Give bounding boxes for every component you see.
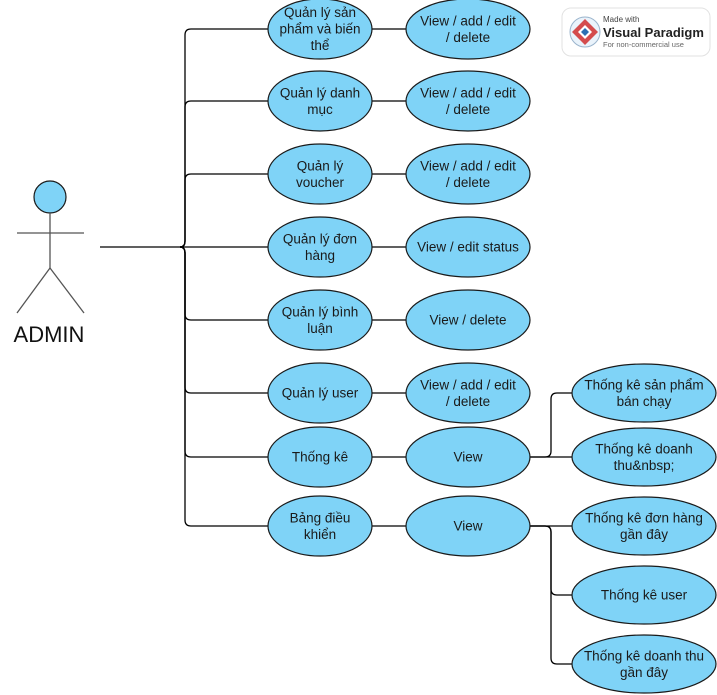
spine-branch-6	[179, 246, 268, 458]
badge-note: For non-commercial use	[603, 40, 684, 49]
spine-branch-7	[179, 246, 268, 527]
use-case-6[interactable]: Thống kê	[267, 426, 373, 488]
action-4-label: View / delete	[429, 313, 506, 328]
child-line-7-2	[530, 525, 572, 665]
action-3[interactable]: View / edit status	[405, 216, 531, 278]
connector-lines	[100, 28, 572, 665]
action-2-shape	[405, 143, 531, 205]
action-1-label: View / add / edit/ delete	[420, 85, 516, 117]
stat-7-1-label: Thống kê user	[601, 588, 688, 603]
action-5[interactable]: View / add / edit/ delete	[405, 362, 531, 424]
child-line-6-0	[530, 392, 572, 458]
action-3-label: View / edit status	[417, 240, 519, 255]
action-7-label: View	[453, 519, 482, 534]
action-2[interactable]: View / add / edit/ delete	[405, 143, 531, 205]
use-case-6-shape	[267, 426, 373, 488]
action-0-label: View / add / edit/ delete	[420, 13, 516, 45]
action-1-shape	[405, 70, 531, 132]
spine-branch-4	[179, 246, 268, 321]
use-case-6-label: Thống kê	[292, 450, 348, 465]
actor-right-leg	[49, 267, 85, 314]
action-6[interactable]: View	[405, 426, 531, 488]
spine-branch-2	[179, 173, 268, 248]
action-2-label: View / add / edit/ delete	[420, 158, 516, 190]
actor-left-leg	[16, 267, 51, 314]
action-0[interactable]: View / add / edit/ delete	[405, 0, 531, 60]
stat-7-1[interactable]: Thống kê user	[571, 565, 717, 625]
spine-branch-0	[179, 28, 268, 248]
action-7-shape	[405, 495, 531, 557]
use-case-7-shape	[267, 495, 373, 557]
use-case-1-shape	[267, 70, 373, 132]
action-0-shape	[405, 0, 531, 60]
use-case-5[interactable]: Quản lý user	[267, 362, 373, 424]
use-case-2-shape	[267, 143, 373, 205]
action-1[interactable]: View / add / edit/ delete	[405, 70, 531, 132]
badge-made-with: Made with	[603, 15, 639, 24]
badge-brand: Visual Paradigm	[603, 25, 704, 40]
action-5-label: View / add / edit/ delete	[420, 377, 516, 409]
stat-6-1-shape	[571, 427, 717, 487]
action-7[interactable]: View	[405, 495, 531, 557]
visual-paradigm-badge: Made with Visual Paradigm For non-commer…	[561, 7, 711, 57]
action-5-shape	[405, 362, 531, 424]
stat-7-2-shape	[571, 634, 717, 694]
actor-head	[33, 180, 67, 214]
visual-paradigm-logo-icon	[569, 16, 601, 48]
stat-7-1-shape	[571, 565, 717, 625]
action-4-shape	[405, 289, 531, 351]
stat-7-0-shape	[571, 496, 717, 556]
use-case-0-shape	[267, 0, 373, 60]
use-case-3-shape	[267, 216, 373, 278]
action-4[interactable]: View / delete	[405, 289, 531, 351]
action-6-shape	[405, 426, 531, 488]
action-6-label: View	[453, 450, 482, 465]
use-case-5-label: Quản lý user	[282, 386, 359, 401]
stat-6-0-shape	[571, 363, 717, 423]
use-case-4-shape	[267, 289, 373, 351]
actor-label: ADMIN	[14, 322, 85, 347]
badge-frame	[561, 7, 711, 57]
admin-actor: ADMIN	[14, 180, 85, 347]
use-case-5-shape	[267, 362, 373, 424]
action-3-shape	[405, 216, 531, 278]
